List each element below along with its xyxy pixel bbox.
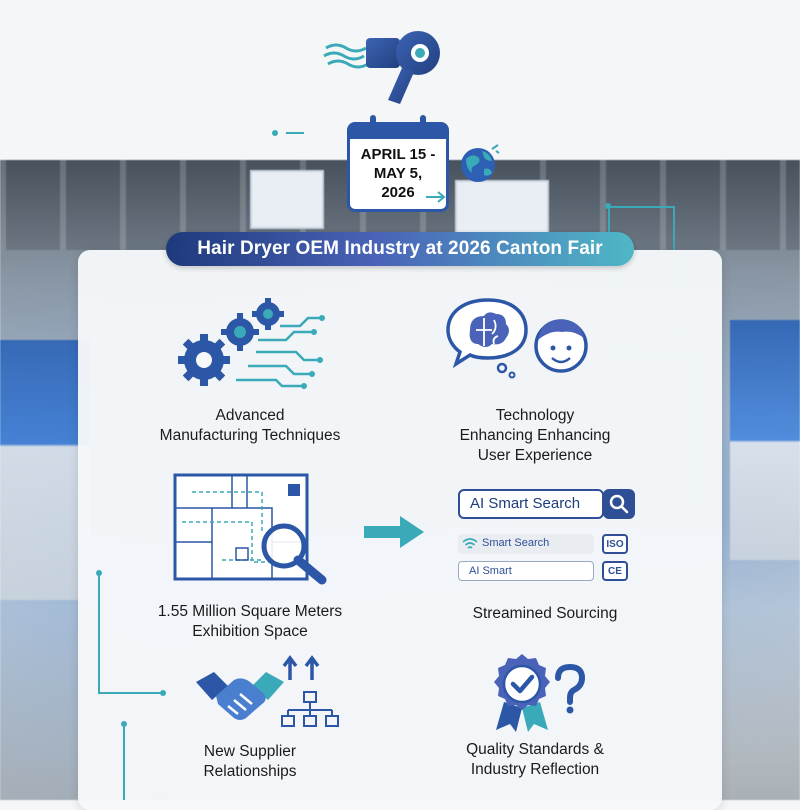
floor-plan-magnifier-icon <box>173 473 327 585</box>
label-line: Streamined Sourcing <box>472 605 618 622</box>
label-line: Advanced <box>215 407 285 424</box>
date-line: 2026 <box>381 184 415 201</box>
globe-icon <box>461 144 500 182</box>
ce-badge: CE <box>602 561 628 581</box>
arrow-right-icon <box>364 516 424 548</box>
connector-dot <box>272 130 278 136</box>
pointer-arrow-icon <box>426 191 446 203</box>
label-line: Relationships <box>203 763 297 780</box>
feature-manufacturing-label: Advanced Manufacturing Techniques <box>130 406 370 446</box>
brain-bubble-icon <box>446 298 528 379</box>
search-input[interactable]: AI Smart Search <box>458 489 604 519</box>
label-line: Technology <box>495 407 575 424</box>
feature-space-label: 1.55 Million Square Meters Exhibition Sp… <box>120 602 380 642</box>
gears-circuit-icon <box>178 298 325 389</box>
label-line: User Experience <box>477 447 593 464</box>
connector-line <box>123 724 125 800</box>
quality-badge-icon <box>494 654 550 732</box>
person-face-icon <box>534 319 588 373</box>
label-line: Exhibition Space <box>192 623 308 640</box>
iso-badge: ISO <box>602 534 628 554</box>
label-line: Quality Standards & <box>466 741 604 758</box>
connector-line <box>608 206 674 208</box>
handshake-icon <box>196 672 284 720</box>
suggestion-text: AI Smart <box>469 565 512 577</box>
event-date: APRIL 15 - MAY 5, 2026 <box>350 145 446 202</box>
calendar-ring <box>420 115 426 133</box>
wifi-icon <box>462 538 478 549</box>
suggestion-text: Smart Search <box>482 537 550 549</box>
feature-technology-label: Technology Enhancing Enhancing User Expe… <box>420 406 650 466</box>
booth-left <box>0 340 90 600</box>
label-line: Manufacturing Techniques <box>159 427 341 444</box>
calendar-ring <box>370 115 376 133</box>
date-line: MAY 5, <box>373 165 423 182</box>
booth-right <box>730 320 800 560</box>
hair-dryer-icon <box>323 31 440 104</box>
search-suggestion-row[interactable]: AI Smart <box>458 561 594 581</box>
search-suggestion-row[interactable]: Smart Search <box>458 534 594 554</box>
label-line: 1.55 Million Square Meters <box>157 603 343 620</box>
connector-line <box>98 573 100 693</box>
question-mark-icon <box>555 664 586 714</box>
hall-banner <box>250 170 324 229</box>
feature-sourcing-label: Streamined Sourcing <box>430 604 660 624</box>
connector-dot <box>160 690 166 696</box>
label-line: Industry Reflection <box>470 761 600 778</box>
date-line: APRIL 15 - <box>360 146 436 163</box>
page-title: Hair Dryer OEM Industry at 2026 Canton F… <box>166 232 634 266</box>
connector-line <box>98 692 162 694</box>
search-icon <box>609 494 629 514</box>
connector-line <box>286 132 304 134</box>
org-chart-icon <box>281 655 339 727</box>
label-line: New Supplier <box>203 743 297 760</box>
calendar-header <box>350 125 446 139</box>
feature-supplier-label: New Supplier Relationships <box>140 742 360 782</box>
label-line: Enhancing Enhancing <box>459 427 611 444</box>
feature-quality-label: Quality Standards & Industry Reflection <box>420 740 650 780</box>
search-button[interactable] <box>603 489 635 519</box>
